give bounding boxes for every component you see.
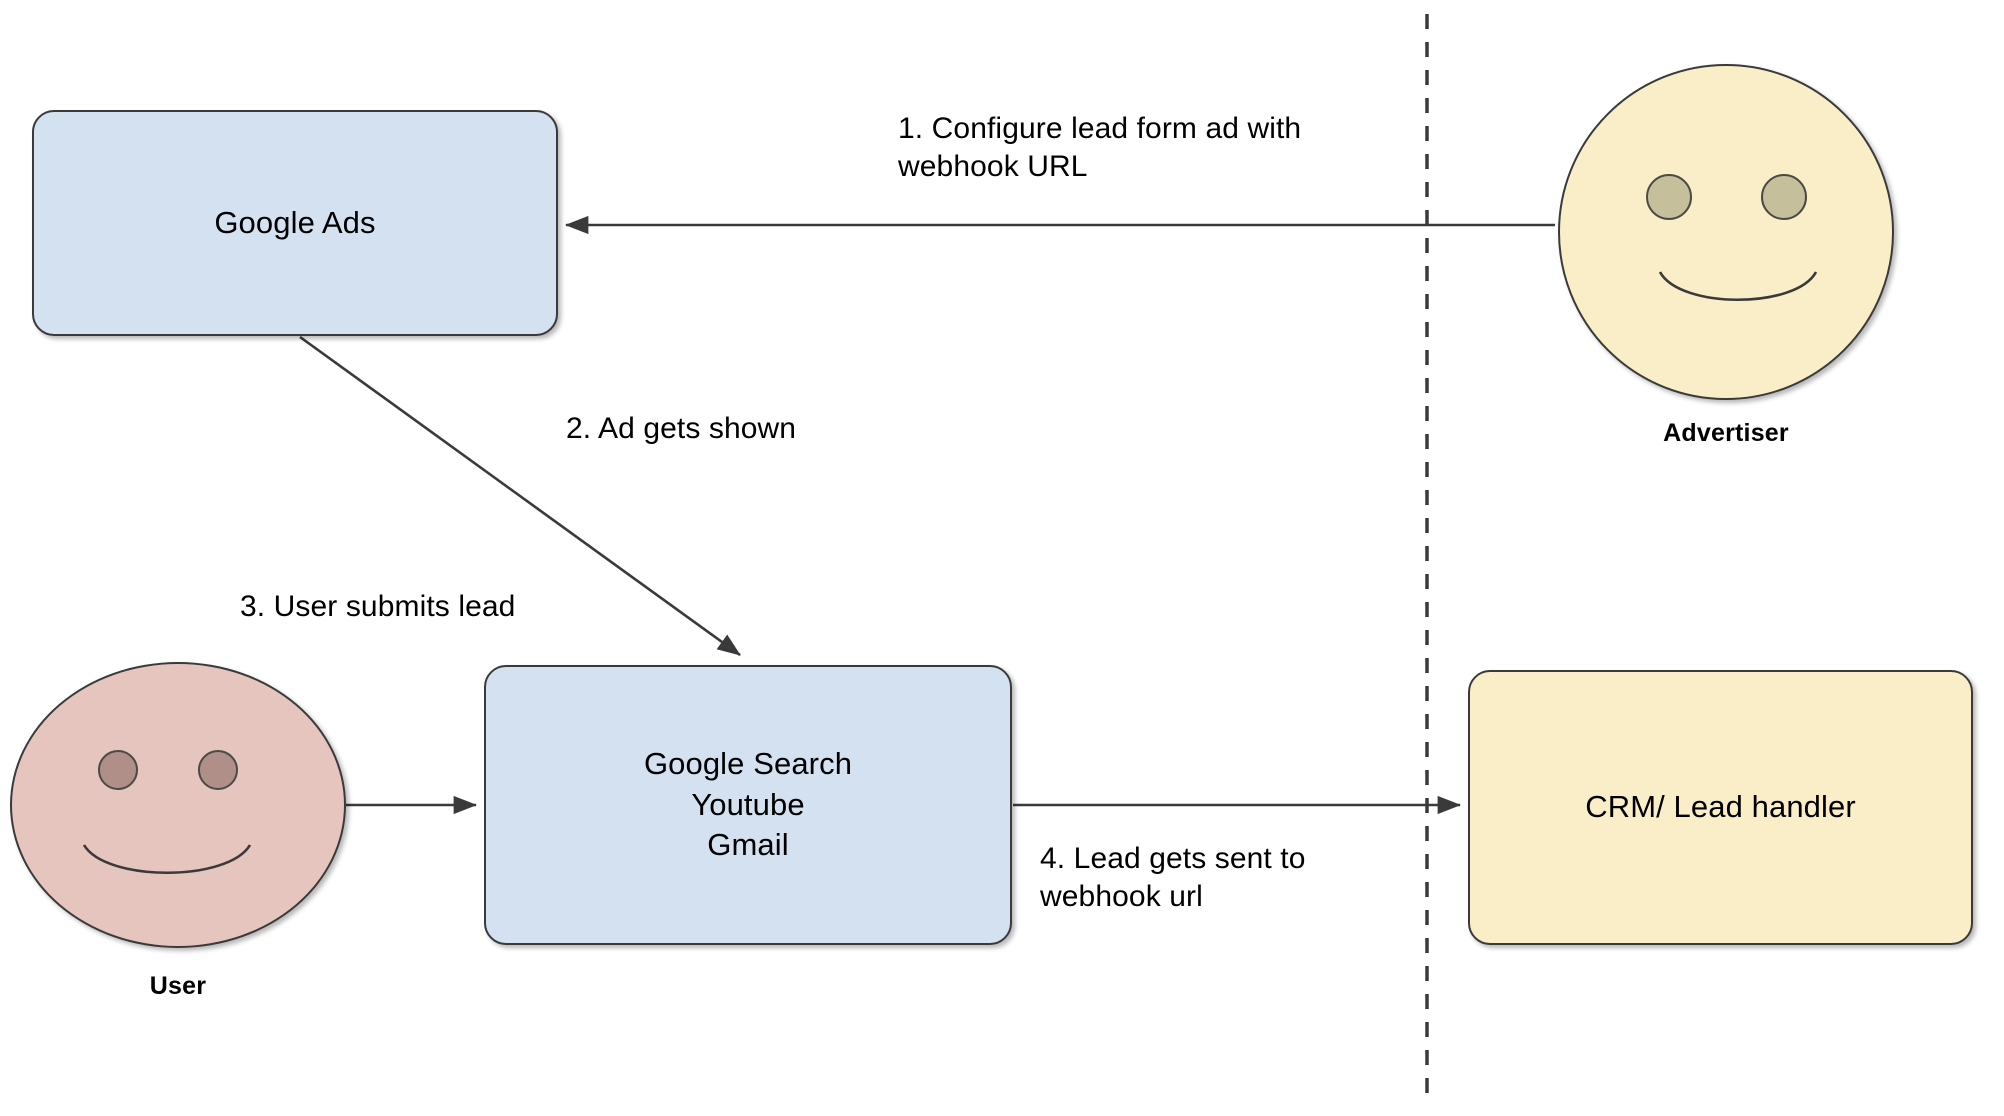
advertiser-face-circle xyxy=(1558,64,1894,400)
node-crm-lead-handler[interactable]: CRM/ Lead handler xyxy=(1468,670,1973,945)
advertiser-left-eye-icon xyxy=(1646,174,1692,220)
advertiser-smile-icon xyxy=(1658,271,1818,301)
step-4-caption: 4. Lead gets sent to webhook url xyxy=(1040,842,1306,914)
step-1-caption: 1. Configure lead form ad with webhook U… xyxy=(898,112,1302,184)
actor-advertiser[interactable]: Advertiser xyxy=(1558,64,1894,447)
node-google-ads-label: Google Ads xyxy=(214,204,376,240)
user-face-circle xyxy=(10,662,346,948)
user-left-eye-icon xyxy=(98,750,138,790)
actor-advertiser-label: Advertiser xyxy=(1663,419,1789,447)
user-smile-icon xyxy=(82,844,252,874)
node-google-properties-label: Google Search Youtube Gmail xyxy=(643,745,853,863)
node-google-ads[interactable]: Google Ads xyxy=(32,110,558,336)
step-2-caption: 2. Ad gets shown xyxy=(566,412,797,445)
actor-user-label: User xyxy=(149,972,207,1000)
node-google-properties[interactable]: Google Search Youtube Gmail xyxy=(484,665,1012,945)
actor-user[interactable]: User xyxy=(10,662,346,1052)
advertiser-right-eye-icon xyxy=(1761,174,1807,220)
step-3-caption: 3. User submits lead xyxy=(240,590,516,623)
user-right-eye-icon xyxy=(198,750,238,790)
node-crm-lead-handler-label: CRM/ Lead handler xyxy=(1585,789,1856,825)
